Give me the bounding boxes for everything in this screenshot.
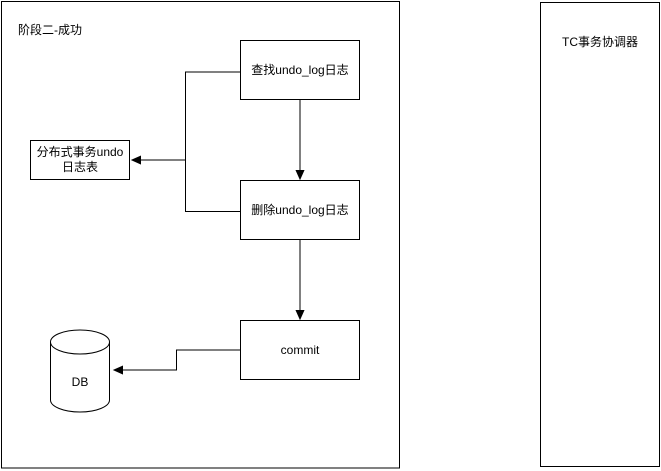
phase2-container-box xyxy=(1,1,400,469)
find-undo-log-label: 查找undo_log日志 xyxy=(251,63,348,77)
phase2-container: 阶段二-成功 xyxy=(1,1,400,469)
find-undo-log-box xyxy=(240,40,360,100)
commit-box xyxy=(240,320,360,380)
commit-label: commit xyxy=(281,343,320,357)
undo-log-table-label-line1: 分布式事务undo xyxy=(37,144,124,159)
delete-undo-log-box xyxy=(240,180,360,240)
tc-coordinator-box xyxy=(540,2,660,467)
db-label: DB xyxy=(72,375,89,389)
node-find-undo-log: 查找undo_log日志 xyxy=(240,40,360,100)
undo-log-table-label-line2: 日志表 xyxy=(62,160,98,174)
db-cylinder-top xyxy=(50,329,110,355)
node-commit: commit xyxy=(240,320,360,380)
edge-junction-find-delete xyxy=(185,71,240,212)
node-undo-log-table: 分布式事务undo 日志表 xyxy=(30,140,130,180)
phase2-container-label: 阶段二-成功 xyxy=(18,22,82,37)
db-cylinder-body xyxy=(50,342,110,413)
edge-commit-to-db xyxy=(114,349,240,370)
tc-coordinator-label: TC事务协调器 xyxy=(562,34,638,49)
node-db: DB xyxy=(50,329,110,413)
node-delete-undo-log: 删除undo_log日志 xyxy=(240,180,360,240)
delete-undo-log-label: 删除undo_log日志 xyxy=(251,202,348,217)
undo-log-table-box xyxy=(30,140,130,180)
tc-coordinator-container: TC事务协调器 xyxy=(540,2,660,467)
